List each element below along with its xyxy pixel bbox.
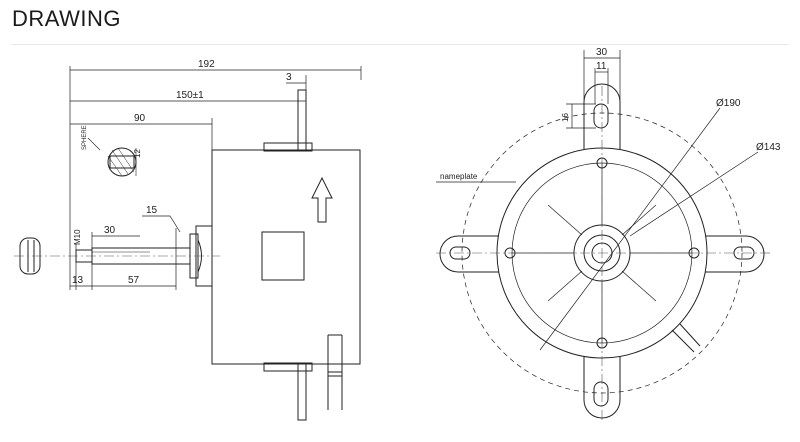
key-label: SPHERE (82, 125, 88, 150)
leader-190 (539, 107, 721, 351)
page-title: DRAWING (12, 6, 122, 31)
rib (547, 270, 583, 302)
leader-143 (629, 151, 759, 237)
bottom-bracket-base (263, 362, 313, 372)
dim-body-to-flange: 150±1 (176, 90, 204, 101)
rib (621, 204, 657, 236)
ear-right (705, 235, 765, 273)
ear-left (439, 235, 499, 273)
ear-top-slot (593, 103, 609, 129)
key-leader (87, 137, 101, 151)
ear-top (583, 83, 621, 150)
flange-bottom (297, 363, 307, 421)
direction-arrow (311, 176, 333, 223)
dim-shaft-thread: M10 (73, 229, 82, 245)
motor-body (211, 149, 361, 365)
flange-top (297, 89, 307, 151)
side-view (14, 66, 362, 421)
leader-15 (142, 215, 181, 233)
key-hatch (107, 155, 123, 177)
side-nameplate (261, 231, 305, 281)
dim-slot-inner: 11 (596, 61, 607, 72)
dim-pcd: Ø143 (756, 142, 781, 153)
top-bracket-base (263, 142, 313, 152)
nameplate-label: nameplate (440, 172, 478, 181)
dim-slot-outer: 30 (596, 47, 608, 58)
dim-shaft-to-body: 90 (134, 113, 146, 124)
dim-thread-len: 30 (104, 225, 116, 236)
dim-key-width: 12 (133, 149, 142, 158)
title-divider (12, 44, 788, 45)
rib (547, 204, 583, 236)
dim-shaft-len: 57 (128, 275, 140, 286)
key-hatch (117, 147, 135, 173)
dim-flange: 3 (286, 72, 292, 83)
key-detail-slot (109, 155, 135, 169)
dim-collar: 15 (146, 205, 158, 216)
dim-shaft-end: 13 (72, 275, 84, 286)
cable-exit (671, 323, 701, 353)
key-hatch (111, 149, 129, 175)
dim-slot-height: 16 (561, 113, 570, 122)
ear-bottom-slot (593, 381, 609, 407)
front-view (436, 50, 770, 420)
rib (621, 270, 657, 302)
dim-overall: 192 (198, 59, 215, 70)
dim-outer-dia: Ø190 (716, 98, 741, 109)
